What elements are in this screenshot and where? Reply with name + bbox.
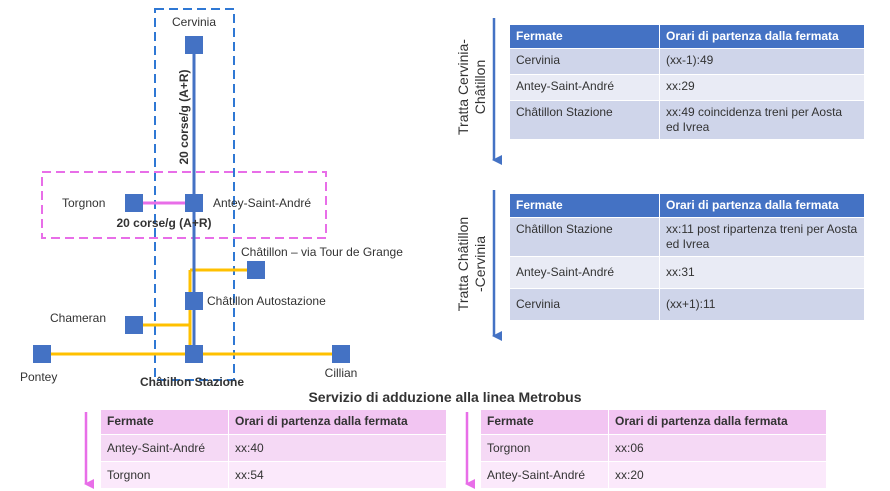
section2-label-line2: -Cervinia [472, 236, 488, 293]
time-cell: xx:06 [608, 434, 827, 462]
table-header-row: Fermate Orari di partenza dalla fermata [100, 409, 447, 435]
column-header: Fermate [480, 409, 609, 435]
column-header: Orari di partenza dalla fermata [608, 409, 827, 435]
column-header: Orari di partenza dalla fermata [659, 24, 865, 49]
stop-cell: Châtillon Stazione [509, 100, 660, 140]
label-cillian: Cillian [325, 366, 358, 380]
column-header: Fermate [509, 24, 660, 49]
section1-label-line1: Tratta Cervinia- [455, 39, 471, 135]
stop-cell: Antey-Saint-André [100, 434, 229, 462]
section1-label: Tratta Cervinia- Châtillon [455, 22, 489, 152]
time-cell: xx:11 post ripartenza treni per Aosta ed… [659, 217, 865, 257]
table-row: Antey-Saint-André xx:20 [480, 461, 827, 489]
time-cell: (xx+1):11 [659, 288, 865, 321]
column-header: Orari di partenza dalla fermata [228, 409, 447, 435]
time-cell: xx:31 [659, 256, 865, 289]
section2-label: Tratta Châtillon -Cervinia [455, 199, 489, 329]
time-cell: xx:29 [659, 74, 865, 101]
feeder-timetable-right: Fermate Orari di partenza dalla fermata … [480, 409, 827, 489]
label-antey: Antey-Saint-André [213, 196, 311, 210]
stop-cell: Cervinia [509, 288, 660, 321]
stop-chatillon-stazione [185, 345, 203, 363]
main-corridor-box [154, 8, 235, 381]
feeder-timetable-left: Fermate Orari di partenza dalla fermata … [100, 409, 447, 489]
timetable-chatillon-cervinia: Fermate Orari di partenza dalla fermata … [509, 193, 865, 321]
stop-chatillon-grange [247, 261, 265, 279]
section1-label-line2: Châtillon [472, 59, 488, 115]
stop-torgnon [125, 194, 143, 212]
table-row: Châtillon Stazione xx:11 post ripartenza… [509, 217, 865, 257]
label-cervinia: Cervinia [172, 15, 216, 29]
column-header: Fermate [100, 409, 229, 435]
time-cell: (xx-1):49 [659, 48, 865, 75]
time-cell: xx:49 coincidenza treni per Aosta ed Ivr… [659, 100, 865, 140]
label-pontey: Pontey [20, 370, 57, 384]
column-header: Orari di partenza dalla fermata [659, 193, 865, 218]
table-row: Antey-Saint-André xx:31 [509, 256, 865, 289]
table-header-row: Fermate Orari di partenza dalla fermata [509, 24, 865, 49]
table-row: Cervinia (xx-1):49 [509, 48, 865, 75]
table-row: Torgnon xx:54 [100, 461, 447, 489]
stop-cell: Antey-Saint-André [480, 461, 609, 489]
stop-cell: Châtillon Stazione [509, 217, 660, 257]
stop-cillian [332, 345, 350, 363]
label-chatillon-stazione: Châtillon Stazione [140, 375, 244, 389]
table-row: Antey-Saint-André xx:40 [100, 434, 447, 462]
column-header: Fermate [509, 193, 660, 218]
torgnon-branch-box [41, 171, 327, 239]
table-row: Torgnon xx:06 [480, 434, 827, 462]
timetable-cervinia-chatillon: Fermate Orari di partenza dalla fermata … [509, 24, 865, 140]
table-row: Antey-Saint-André xx:29 [509, 74, 865, 101]
table-row: Châtillon Stazione xx:49 coincidenza tre… [509, 100, 865, 140]
frequency-vertical-label: 20 corse/g (A+R) [177, 69, 191, 164]
stop-cell: Torgnon [100, 461, 229, 489]
stop-cell: Antey-Saint-André [509, 74, 660, 101]
table-header-row: Fermate Orari di partenza dalla fermata [480, 409, 827, 435]
feeder-service-caption: Servizio di adduzione alla linea Metrobu… [308, 389, 582, 405]
section2-label-line1: Tratta Châtillon [455, 216, 471, 312]
table-header-row: Fermate Orari di partenza dalla fermata [509, 193, 865, 218]
frequency-horizontal-label: 20 corse/g (A+R) [116, 216, 211, 230]
time-cell: xx:40 [228, 434, 447, 462]
label-chatillon-grange: Châtillon – via Tour de Grange [241, 245, 403, 259]
stop-chatillon-autostazione [185, 292, 203, 310]
label-chameran: Chameran [50, 311, 106, 325]
stop-pontey [33, 345, 51, 363]
stop-cell: Cervinia [509, 48, 660, 75]
label-torgnon: Torgnon [62, 196, 105, 210]
stop-cervinia [185, 36, 203, 54]
stop-antey [185, 194, 203, 212]
stop-cell: Torgnon [480, 434, 609, 462]
stop-chameran [125, 316, 143, 334]
time-cell: xx:20 [608, 461, 827, 489]
time-cell: xx:54 [228, 461, 447, 489]
label-chatillon-autostazione: Châtillon Autostazione [207, 294, 326, 308]
table-row: Cervinia (xx+1):11 [509, 288, 865, 321]
stop-cell: Antey-Saint-André [509, 256, 660, 289]
